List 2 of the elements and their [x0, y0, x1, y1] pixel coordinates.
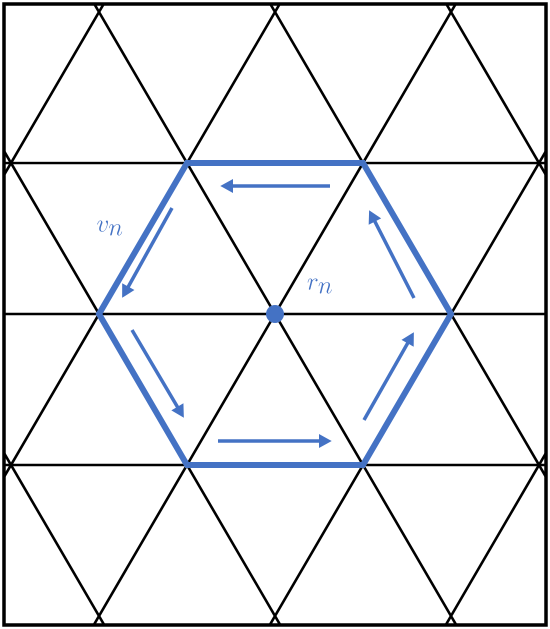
- math-label: $r_n$: [308, 278, 332, 294]
- math-label: $v_n$: [97, 220, 122, 236]
